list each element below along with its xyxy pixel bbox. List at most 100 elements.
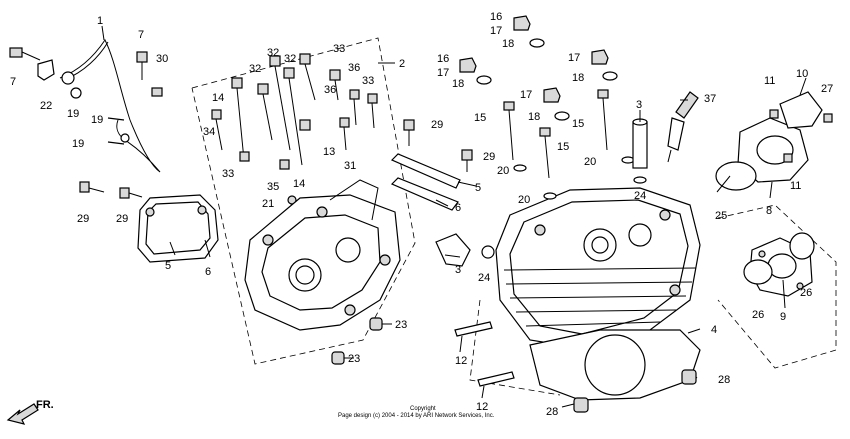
front-head-boundary [469, 299, 561, 396]
studs-12 [454, 321, 515, 387]
callout-29: 29 [483, 151, 495, 163]
callout-16: 16 [437, 53, 449, 65]
callout-14: 14 [212, 92, 224, 104]
callout-19: 19 [72, 138, 84, 150]
front-label: FR. [36, 399, 54, 411]
callout-labels: 1 2 3 3 4 5 5 6 6 7 7 8 9 10 11 11 12 12… [10, 11, 833, 418]
oil-pipe [59, 39, 161, 173]
callout-8: 8 [766, 205, 772, 217]
callout-36: 36 [348, 62, 360, 74]
callout-5: 5 [475, 182, 481, 194]
callout-12: 12 [476, 401, 488, 413]
joint-pipe-center [435, 233, 495, 267]
callout-37: 37 [704, 93, 716, 105]
center-cover-plate [390, 119, 473, 211]
bolts-29-left [79, 181, 143, 199]
callout-35: 35 [267, 181, 279, 193]
callout-36: 36 [324, 84, 336, 96]
callout-22: 22 [40, 100, 52, 112]
front-direction-indicator: FR. [6, 399, 54, 425]
callout-23: 23 [348, 353, 360, 365]
head-gasket [529, 329, 701, 401]
callout-26: 26 [800, 287, 812, 299]
callout-15: 15 [572, 118, 584, 130]
callout-17: 17 [490, 25, 502, 37]
rear-head-studs [211, 53, 378, 205]
callout-18: 18 [528, 111, 540, 123]
rear-side-cover [137, 194, 219, 263]
callout-12: 12 [455, 355, 467, 367]
callout-13: 13 [323, 146, 335, 158]
callout-26: 26 [752, 309, 764, 321]
callout-29: 29 [77, 213, 89, 225]
rear-head-boundary [191, 37, 416, 365]
callout-19: 19 [91, 114, 103, 126]
callout-14: 14 [293, 178, 305, 190]
leader-lines [101, 25, 807, 408]
callout-23: 23 [395, 319, 407, 331]
callout-17: 17 [520, 89, 532, 101]
callout-3: 3 [455, 264, 461, 276]
callout-21: 21 [262, 198, 274, 210]
callout-7: 7 [10, 76, 16, 88]
callout-6: 6 [205, 266, 211, 278]
callout-31: 31 [344, 160, 356, 172]
callout-29: 29 [431, 119, 443, 131]
callout-20: 20 [518, 194, 530, 206]
cap-nuts [459, 15, 618, 121]
callout-15: 15 [557, 141, 569, 153]
bolt-7-left [9, 47, 55, 81]
callout-24: 24 [478, 272, 490, 284]
callout-3: 3 [636, 99, 642, 111]
dowel-23-a [369, 317, 383, 331]
callout-29: 29 [116, 213, 128, 225]
bolt-7-top [136, 51, 163, 97]
callout-28: 28 [718, 374, 730, 386]
callout-17: 17 [437, 67, 449, 79]
callout-16: 16 [490, 11, 502, 23]
callout-4: 4 [711, 324, 717, 336]
callout-30: 30 [156, 53, 168, 65]
callout-6: 6 [455, 202, 461, 214]
front-head-studs [503, 89, 635, 200]
callout-20: 20 [584, 156, 596, 168]
callout-19: 19 [67, 108, 79, 120]
o-ring-26-b [789, 232, 815, 260]
intake-boundary [717, 204, 837, 369]
callout-2: 2 [399, 58, 405, 70]
callout-32: 32 [249, 63, 261, 75]
callout-34: 34 [203, 126, 215, 138]
callout-15: 15 [474, 112, 486, 124]
joint-pipe-right [632, 118, 648, 184]
callout-18: 18 [452, 78, 464, 90]
callout-33: 33 [362, 75, 374, 87]
rear-cylinder-head [244, 179, 401, 331]
callout-25: 25 [715, 210, 727, 222]
callout-17: 17 [568, 52, 580, 64]
intake-pipe [715, 91, 823, 191]
copyright-line-2: Page design (c) 2004 - 2014 by ARI Netwo… [338, 413, 495, 419]
dowel-28-b [573, 397, 589, 413]
callout-5: 5 [165, 260, 171, 272]
front-arrow-icon [6, 403, 39, 425]
intake-bolts [769, 109, 833, 163]
callout-11: 11 [790, 180, 801, 192]
front-cylinder-head [495, 187, 701, 349]
washer-19 [70, 87, 82, 99]
copyright-line-1: Copyright [410, 406, 436, 412]
callout-11: 11 [764, 75, 775, 87]
dowel-28-a [681, 369, 697, 385]
callout-24: 24 [634, 190, 646, 202]
spark-plug [667, 91, 699, 163]
callout-18: 18 [572, 72, 584, 84]
callout-33: 33 [222, 168, 234, 180]
callout-10: 10 [796, 68, 808, 80]
dowel-23-b [331, 351, 345, 365]
callout-9: 9 [780, 311, 786, 323]
callout-18: 18 [502, 38, 514, 50]
callout-7: 7 [138, 29, 144, 41]
callout-32: 32 [267, 47, 279, 59]
callout-1: 1 [97, 15, 103, 27]
callout-27: 27 [821, 83, 833, 95]
